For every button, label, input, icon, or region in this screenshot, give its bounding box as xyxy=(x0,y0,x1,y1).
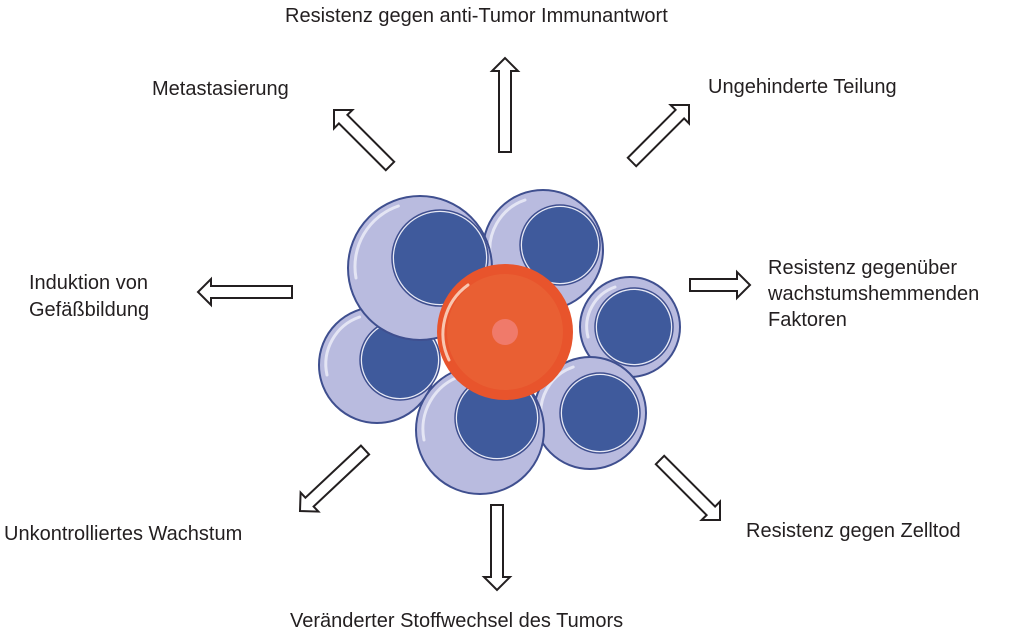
cell-top-left-highlight xyxy=(353,204,400,280)
arrow-up-icon xyxy=(489,56,521,153)
label-growth-suppressor-line3: Faktoren xyxy=(768,309,847,331)
cell-right-highlight xyxy=(585,285,617,339)
arrow-up-right-icon xyxy=(626,104,690,168)
label-growth-suppressor-line2: wachstumshemmenden xyxy=(768,283,980,305)
arrow-right-icon xyxy=(689,269,752,301)
cell-lower-left-highlight xyxy=(324,315,362,377)
label-angiogenesis-line1: Induktion von xyxy=(29,272,148,294)
cell-bottom-right-nucleus xyxy=(562,375,638,451)
arrow-down-left-icon xyxy=(298,444,371,513)
arrow-up-left-icon xyxy=(333,109,396,172)
label-uncontrolled-growth: Unkontrolliertes Wachstum xyxy=(4,523,243,545)
arrow-down-right-icon xyxy=(654,454,721,521)
cell-right-nucleus xyxy=(597,290,671,364)
label-altered-metabolism: Veränderter Stoffwechsel des Tumors xyxy=(290,610,624,632)
label-angiogenesis-line2: Gefäßbildung xyxy=(29,299,150,321)
tumor-cell-highlight xyxy=(441,283,470,362)
label-growth-suppressor-line1: Resistenz gegenüber xyxy=(768,257,958,279)
cell-lower-left-nucleus xyxy=(362,322,438,398)
label-metastasis: Metastasierung xyxy=(152,78,289,100)
label-cell-death-resistance: Resistenz gegen Zelltod xyxy=(746,520,961,542)
tumor-cell-nucleus xyxy=(492,319,518,345)
cell-top-nucleus xyxy=(522,207,598,283)
arrow-left-icon xyxy=(196,276,293,308)
label-unlimited-division: Ungehinderte Teilung xyxy=(708,76,897,98)
label-immune-resistance: Resistenz gegen anti-Tumor Immunantwort xyxy=(285,5,668,27)
cell-bottom-highlight xyxy=(421,374,463,442)
arrow-down-icon xyxy=(481,504,513,592)
